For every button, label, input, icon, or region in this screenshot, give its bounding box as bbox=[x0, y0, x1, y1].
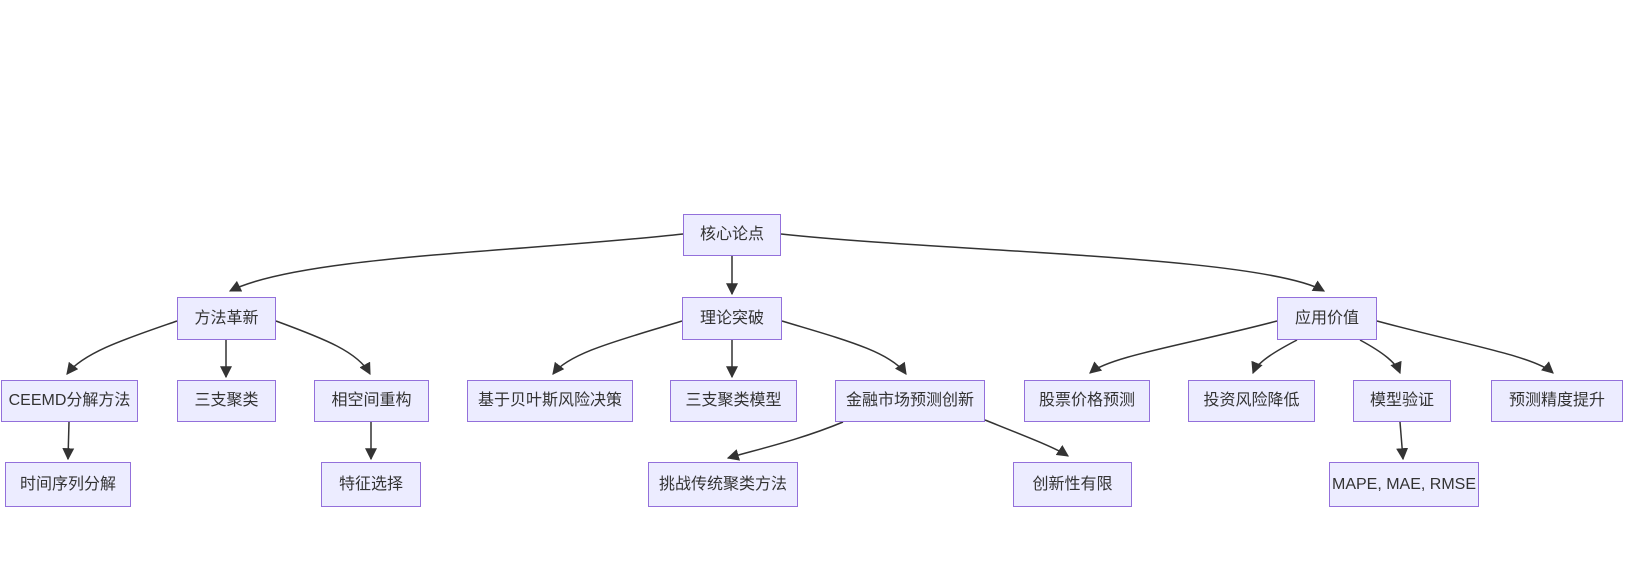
node-label: 相空间重构 bbox=[331, 392, 412, 409]
node-label: 三支聚类 bbox=[194, 392, 259, 409]
edge-application-accuracy bbox=[1376, 320, 1554, 374]
edge-theory-finance bbox=[781, 320, 907, 375]
node-time-series-decomposition: 时间序列分解 bbox=[5, 462, 131, 507]
node-label: 核心论点 bbox=[699, 226, 764, 243]
node-label: 股票价格预测 bbox=[1038, 392, 1135, 409]
node-label: 应用价值 bbox=[1294, 309, 1359, 327]
node-three-way-clustering: 三支聚类 bbox=[177, 380, 276, 422]
node-finance-prediction-innovation: 金融市场预测创新 bbox=[835, 380, 985, 422]
edge-theory-bayes bbox=[552, 320, 683, 375]
node-model-validation: 模型验证 bbox=[1353, 380, 1451, 422]
node-prediction-accuracy: 预测精度提升 bbox=[1491, 380, 1623, 422]
node-label: 基于贝叶斯风险决策 bbox=[477, 392, 622, 409]
node-label: 投资风险降低 bbox=[1203, 392, 1300, 409]
node-label: 模型验证 bbox=[1369, 392, 1434, 409]
node-challenge-traditional-clustering: 挑战传统聚类方法 bbox=[648, 462, 798, 507]
edge-method-phase-space bbox=[275, 320, 371, 376]
node-phase-space-reconstruction: 相空间重构 bbox=[314, 380, 429, 422]
node-label: 创新性有限 bbox=[1032, 475, 1113, 493]
node-label: 时间序列分解 bbox=[19, 475, 116, 493]
node-label: 预测精度提升 bbox=[1508, 392, 1605, 409]
node-three-way-model: 三支聚类模型 bbox=[670, 380, 797, 422]
node-ceemd-decomposition: CEEMD分解方法 bbox=[1, 380, 138, 422]
edge-application-stock bbox=[1089, 320, 1278, 374]
node-label: 方法革新 bbox=[194, 309, 259, 327]
edge-model-validation-metrics bbox=[1396, 421, 1409, 461]
node-label: 挑战传统聚类方法 bbox=[658, 475, 787, 493]
node-limited-innovation: 创新性有限 bbox=[1013, 462, 1132, 507]
node-investment-risk-reduction: 投资风险降低 bbox=[1188, 380, 1315, 422]
node-label: MAPE, MAE, RMSE bbox=[1331, 475, 1477, 493]
node-method-innovation: 方法革新 bbox=[177, 297, 276, 340]
edge-core-application bbox=[780, 233, 1326, 292]
node-label: 三支聚类模型 bbox=[685, 392, 782, 409]
node-core-thesis: 核心论点 bbox=[683, 214, 781, 256]
node-feature-selection: 特征选择 bbox=[321, 462, 421, 507]
edge-application-model-validation bbox=[1359, 339, 1402, 375]
node-label: 金融市场预测创新 bbox=[845, 392, 974, 409]
node-application-value: 应用价值 bbox=[1277, 297, 1377, 340]
edge-core-method bbox=[228, 233, 684, 292]
edge-finance-challenge bbox=[726, 421, 844, 461]
node-stock-price-prediction: 股票价格预测 bbox=[1024, 380, 1150, 422]
node-metrics: MAPE, MAE, RMSE bbox=[1329, 462, 1479, 507]
node-label: 特征选择 bbox=[338, 475, 403, 493]
node-bayes-risk-decision: 基于贝叶斯风险决策 bbox=[467, 380, 633, 422]
node-label: CEEMD分解方法 bbox=[8, 392, 131, 409]
edge-ceemd-time-series bbox=[62, 421, 75, 461]
edge-finance-limited bbox=[984, 419, 1069, 457]
edge-application-invest-risk bbox=[1251, 339, 1298, 375]
node-theory-breakthrough: 理论突破 bbox=[682, 297, 782, 340]
edge-method-ceemd bbox=[66, 320, 178, 375]
node-label: 理论突破 bbox=[699, 309, 764, 327]
